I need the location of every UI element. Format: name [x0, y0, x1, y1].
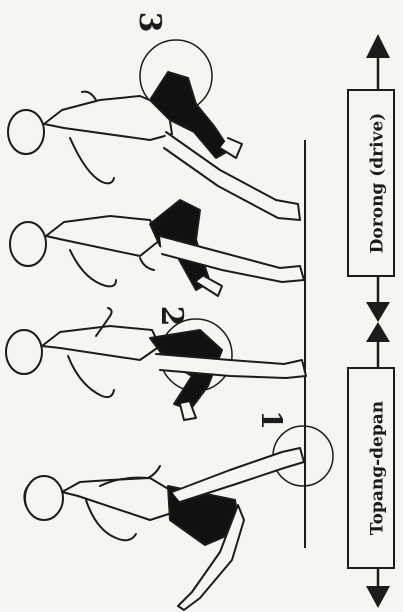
- marker-3: 3: [132, 12, 167, 33]
- phase-indicator: Dorong (drive) Topang-depan: [348, 34, 394, 608]
- runner-figure-1: [24, 448, 304, 610]
- marker-1: 1: [255, 410, 288, 429]
- runner-figure-4: [8, 72, 300, 220]
- runner-figure-3: [10, 200, 304, 296]
- arrow-up-icon: [366, 34, 390, 58]
- marker-2: 2: [154, 306, 189, 327]
- arrow-down-icon: [366, 586, 390, 608]
- drive-phase-label: Dorong (drive): [368, 113, 388, 254]
- phase-divider-icon: [366, 302, 390, 342]
- support-phase-label: Topang-depan: [368, 401, 388, 535]
